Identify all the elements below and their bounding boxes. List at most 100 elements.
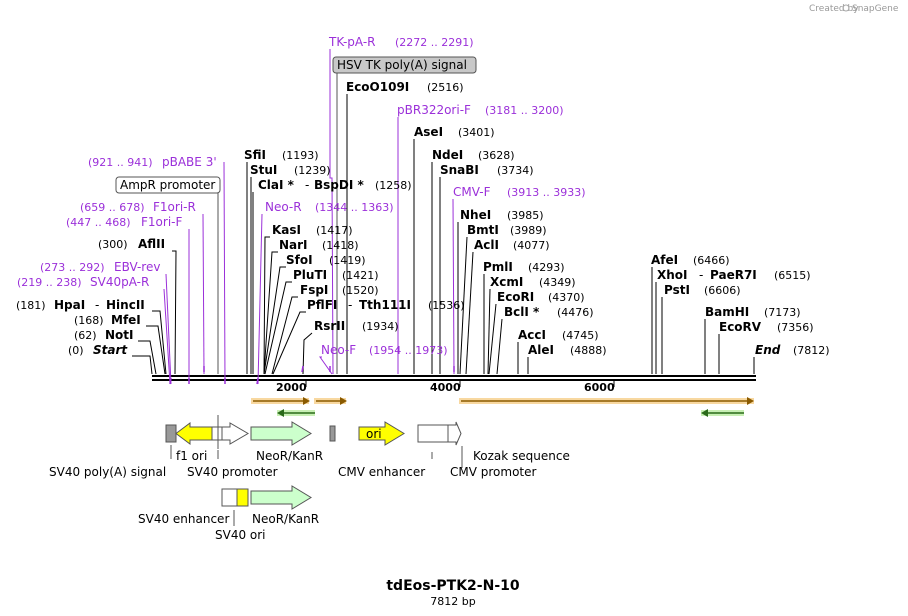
- sv40-ori-box: [236, 488, 249, 507]
- enzyme-pos: (4888): [570, 344, 607, 357]
- enzyme-pos: (1520): [342, 284, 379, 297]
- enzyme-pos: (1418): [322, 239, 359, 252]
- enzyme-name: NdeI: [432, 148, 463, 162]
- primer-name: CMV-F: [453, 185, 491, 199]
- enzyme-pos: (3628): [478, 149, 515, 162]
- primer-name: Neo-F: [321, 343, 356, 357]
- cmv-promoter-arrow: [447, 421, 462, 446]
- enzyme-pos: (4349): [539, 276, 576, 289]
- orf-arrow-orange: [251, 397, 310, 405]
- primer-range: (1344 .. 1363): [315, 201, 394, 214]
- enzyme-pos: (0): [68, 344, 84, 357]
- enzyme-pos: (4077): [513, 239, 550, 252]
- enzyme-name: SnaBI: [440, 163, 479, 177]
- enzyme-name: HpaI: [54, 298, 85, 312]
- enzyme-name: BmtI: [467, 223, 499, 237]
- sv40-promoter-label: SV40 promoter: [187, 465, 278, 479]
- kozak-sequence-label: Kozak sequence: [473, 449, 570, 463]
- enzyme-pos: (6606): [704, 284, 741, 297]
- cmv-enhancer-box: [417, 424, 449, 443]
- enzyme-pos: (7173): [764, 306, 801, 319]
- enzyme-name: EcoO109I: [346, 80, 409, 94]
- svg-text:-: -: [348, 298, 352, 312]
- enzyme-name: PluTI: [293, 268, 327, 282]
- enzyme-name: PaeR7I: [710, 268, 757, 282]
- primer-name: pBR322ori-F: [397, 103, 471, 117]
- enzyme-name: AseI: [414, 125, 443, 139]
- sv40-ori-label: SV40 ori: [215, 528, 266, 542]
- primer-site-marks: [169, 365, 455, 385]
- sequence-backbone: [152, 375, 756, 381]
- enzyme-pos: (181): [16, 299, 46, 312]
- primer-range: (273 .. 292): [40, 261, 105, 274]
- enzyme-pos: (1421): [342, 269, 379, 282]
- created-by-text: Created by: [809, 4, 859, 14]
- enzyme-name: AfeI: [651, 253, 678, 267]
- primer-name: TK-pA-R: [328, 35, 376, 49]
- primer-leader-lines: [163, 49, 455, 385]
- primer-labels: TK-pA-R (2272 .. 2291) pBR322ori-F (3181…: [17, 35, 586, 357]
- neor-kanr-arrow-2: [250, 485, 312, 510]
- primer-range: (2272 .. 2291): [395, 36, 474, 49]
- primer-name: pBABE 3': [162, 155, 217, 169]
- feature-track-2: [221, 485, 312, 510]
- enzyme-name: PflFI: [307, 298, 337, 312]
- primer-name: SV40pA-R: [90, 275, 149, 289]
- feature-leader-lines: [217, 73, 338, 374]
- enzyme-pos: (168): [74, 314, 104, 327]
- enzyme-pos: (7356): [777, 321, 814, 334]
- sv40-enhancer-label: SV40 enhancer: [138, 512, 229, 526]
- orf-arrow-green: [701, 409, 744, 417]
- orf-arrow-green: [277, 409, 315, 417]
- amp-r-promoter-label: AmpR promoter: [120, 178, 215, 192]
- plasmid-title: tdEos-PTK2-N-10: [386, 578, 520, 594]
- enzyme-pos: (6515): [774, 269, 811, 282]
- enzyme-pos: (1239): [294, 164, 331, 177]
- enzyme-name: SfoI: [286, 253, 313, 267]
- enzyme-name: PstI: [664, 283, 690, 297]
- enzyme-pos: (3989): [510, 224, 547, 237]
- scale-ticks: 2000 4000 6000: [276, 380, 615, 394]
- enzyme-pos: (1934): [362, 320, 399, 333]
- enzyme-name: NarI: [279, 238, 308, 252]
- neor-kanr-label-2: NeoR/KanR: [252, 512, 319, 526]
- enzyme-name: EcoRI: [497, 290, 534, 304]
- enzyme-pos: (3985): [507, 209, 544, 222]
- primer-range: (219 .. 238): [17, 276, 82, 289]
- primer-range: (3181 .. 3200): [485, 104, 564, 117]
- enzyme-pos: (3401): [458, 126, 495, 139]
- enzyme-pos: (2516): [427, 81, 464, 94]
- enzyme-name: AleI: [528, 343, 554, 357]
- enzyme-name-start: Start: [93, 343, 128, 357]
- plasmid-length: 7812 bp: [430, 595, 475, 608]
- primer-range: (1954 .. 1973): [369, 344, 448, 357]
- primer-name: F1ori-F: [141, 215, 182, 229]
- orf-arrows: [251, 397, 754, 417]
- f1-ori-arrow: [175, 422, 213, 445]
- tick-label: 2000: [276, 381, 307, 394]
- enzyme-name: FspI: [300, 283, 328, 297]
- primer-range: (3913 .. 3933): [507, 186, 586, 199]
- hsv-tk-polya-feature: HSV TK poly(A) signal: [332, 56, 477, 74]
- neor-kanr-label: NeoR/KanR: [256, 449, 323, 463]
- orf-arrow-orange: [314, 397, 347, 405]
- enzyme-name: StuI: [250, 163, 277, 177]
- enzyme-pos: (4476): [557, 306, 594, 319]
- tick-label: 6000: [584, 381, 615, 394]
- enzyme-pos: (1193): [282, 149, 319, 162]
- neor-kanr-arrow: [250, 421, 312, 446]
- enzyme-pos: (62): [74, 329, 97, 342]
- svg-text:-: -: [95, 298, 99, 312]
- sv40-enhancer-box: [221, 488, 238, 507]
- enzyme-name: XhoI: [657, 268, 688, 282]
- snapgene-logo-text: SnapGene: [852, 4, 899, 14]
- enzyme-pos: (4745): [562, 329, 599, 342]
- sv40-polya-box: [165, 424, 177, 443]
- enzyme-pos: (1258): [375, 179, 412, 192]
- primer-range: (659 .. 678): [80, 201, 145, 214]
- enzyme-name: SfiI: [244, 148, 266, 162]
- enzyme-name: MfeI: [111, 313, 141, 327]
- hsv-tk-polya-box: [329, 425, 336, 442]
- enzyme-labels: (0) Start (62) NotI (168) MfeI (181) Hpa…: [16, 80, 830, 357]
